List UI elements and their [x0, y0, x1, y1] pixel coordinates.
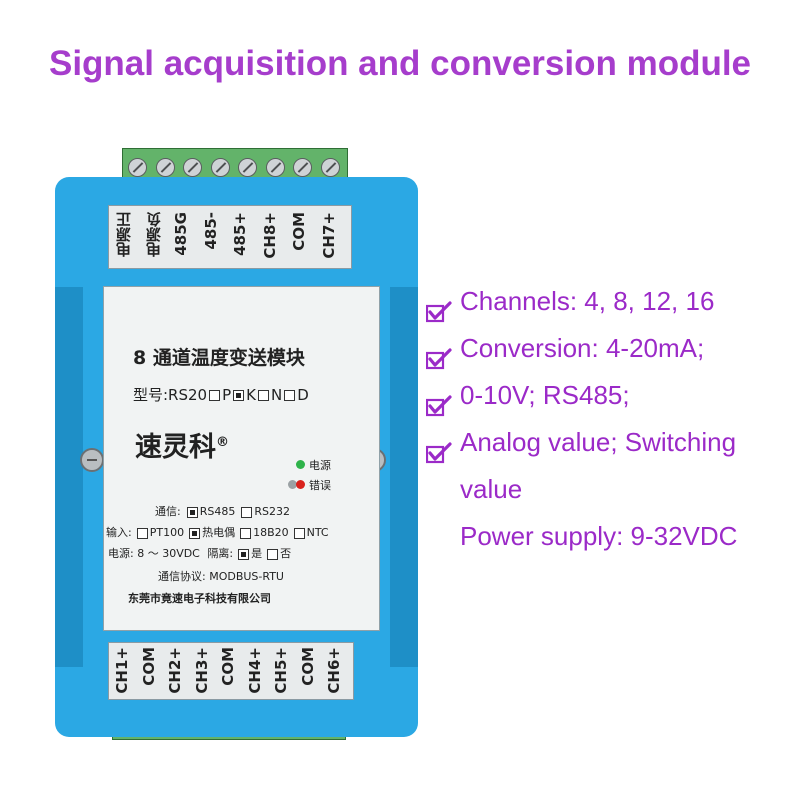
feature-text: Conversion: 4-20mA; — [460, 333, 705, 363]
error-led-label: 错误 — [309, 479, 331, 492]
terminal-screw-icon — [210, 158, 230, 177]
company-line: 东莞市竟速电子科技有限公司 — [128, 592, 271, 605]
option-checkbox — [240, 527, 252, 539]
top-terminal-label-text: COM — [290, 212, 308, 251]
terminal-screw-icon — [155, 158, 175, 177]
option-checkbox — [267, 548, 279, 560]
bottom-terminal-label-text: CH4+ — [245, 647, 264, 694]
option-label: RS232 — [254, 505, 290, 518]
top-terminal-label-text: 485G — [172, 212, 190, 256]
option-label: NTC — [306, 526, 329, 539]
top-terminal-label-text: 电源负 — [144, 212, 163, 257]
option-checkbox — [209, 390, 221, 401]
module-label — [103, 286, 380, 631]
spare-led-icon — [288, 480, 297, 489]
bottom-terminal-label-text: CH3+ — [192, 647, 211, 694]
checkbox-checked-icon — [425, 385, 452, 417]
power-led-icon — [296, 460, 305, 469]
feature-text: 0-10V; RS485; — [460, 380, 630, 410]
option-label: 否 — [280, 547, 292, 560]
option-label: 热电偶 — [202, 526, 236, 539]
top-terminal-label-text: CH7+ — [319, 212, 338, 259]
top-terminal-label-text: 电源正 — [115, 212, 133, 257]
feature-continuation: value — [460, 474, 523, 504]
terminal-screw-icon — [183, 158, 202, 177]
option-label: PT100 — [149, 526, 185, 539]
bottom-terminal-label-text: CH5+ — [272, 647, 290, 694]
bottom-terminal-label-text: CH2+ — [166, 647, 184, 694]
top-terminal-label — [108, 205, 352, 269]
feature-item: Analog value; Switching — [424, 419, 794, 466]
bottom-terminal-label-text: CH1+ — [113, 647, 131, 694]
option-checkbox — [186, 506, 198, 518]
feature-item: Conversion: 4-20mA; — [424, 325, 794, 372]
option-label: 是 — [251, 547, 263, 560]
option-label: RS485 — [199, 505, 236, 518]
checkbox-checked-icon — [425, 432, 452, 464]
option-checkbox — [293, 527, 305, 539]
option-label: P — [222, 386, 232, 404]
feature-power-supply: Power supply: 9-32VDC — [460, 521, 738, 551]
power-line: 电源: 8 ～ 30VDC 隔离:是否 — [108, 547, 292, 560]
option-checkbox — [284, 390, 296, 401]
bottom-terminal-label-text: COM — [298, 647, 317, 686]
option-label: D — [297, 386, 309, 404]
terminal-screw-icon — [238, 158, 257, 177]
error-led-icon — [296, 480, 305, 489]
feature-item: 0-10V; RS485; — [424, 372, 794, 419]
terminal-screw-icon — [320, 158, 340, 177]
module-title: 8 通道温度变送模块 — [133, 347, 305, 369]
top-terminal-label-text: CH8+ — [260, 212, 279, 259]
left-bolt-icon — [80, 448, 104, 472]
terminal-screw-icon — [128, 158, 147, 177]
headline: Signal acquisition and conversion module — [48, 44, 752, 83]
option-checkbox — [238, 548, 250, 560]
model-prefix: 型号:RS20 — [133, 386, 208, 404]
top-terminal-label-text: 485- — [201, 212, 220, 250]
brand-name: 速灵科® — [135, 432, 229, 463]
feature-item: Channels: 4, 8, 12, 16 — [424, 278, 794, 325]
option-label: 18B20 — [253, 526, 289, 539]
option-label: N — [270, 386, 283, 404]
bottom-terminal-label-text: CH6+ — [325, 647, 343, 694]
option-checkbox — [136, 527, 148, 539]
power-led-label: 电源 — [309, 459, 331, 472]
checkbox-checked-icon — [425, 338, 452, 370]
feature-text: Channels: 4, 8, 12, 16 — [460, 286, 715, 316]
bottom-terminal-label — [108, 642, 354, 700]
terminal-screw-icon — [293, 158, 312, 177]
checkbox-checked-icon — [425, 291, 452, 323]
feature-text: Analog value; Switching — [460, 427, 737, 457]
option-label: K — [246, 386, 256, 404]
top-terminal-label-text: 485+ — [231, 212, 249, 256]
registered-mark: ® — [216, 435, 229, 450]
option-checkbox — [257, 390, 269, 401]
feature-list: Channels: 4, 8, 12, 16 Conversion: 4-20mA… — [424, 278, 794, 560]
bottom-terminal-label-text: COM — [139, 647, 158, 686]
option-checkbox — [233, 390, 245, 401]
bottom-terminal-label-text: COM — [219, 647, 237, 686]
terminal-screw-icon — [265, 158, 285, 177]
protocol-line: 通信协议: MODBUS-RTU — [158, 570, 284, 583]
option-checkbox — [241, 506, 253, 518]
option-checkbox — [189, 527, 201, 539]
